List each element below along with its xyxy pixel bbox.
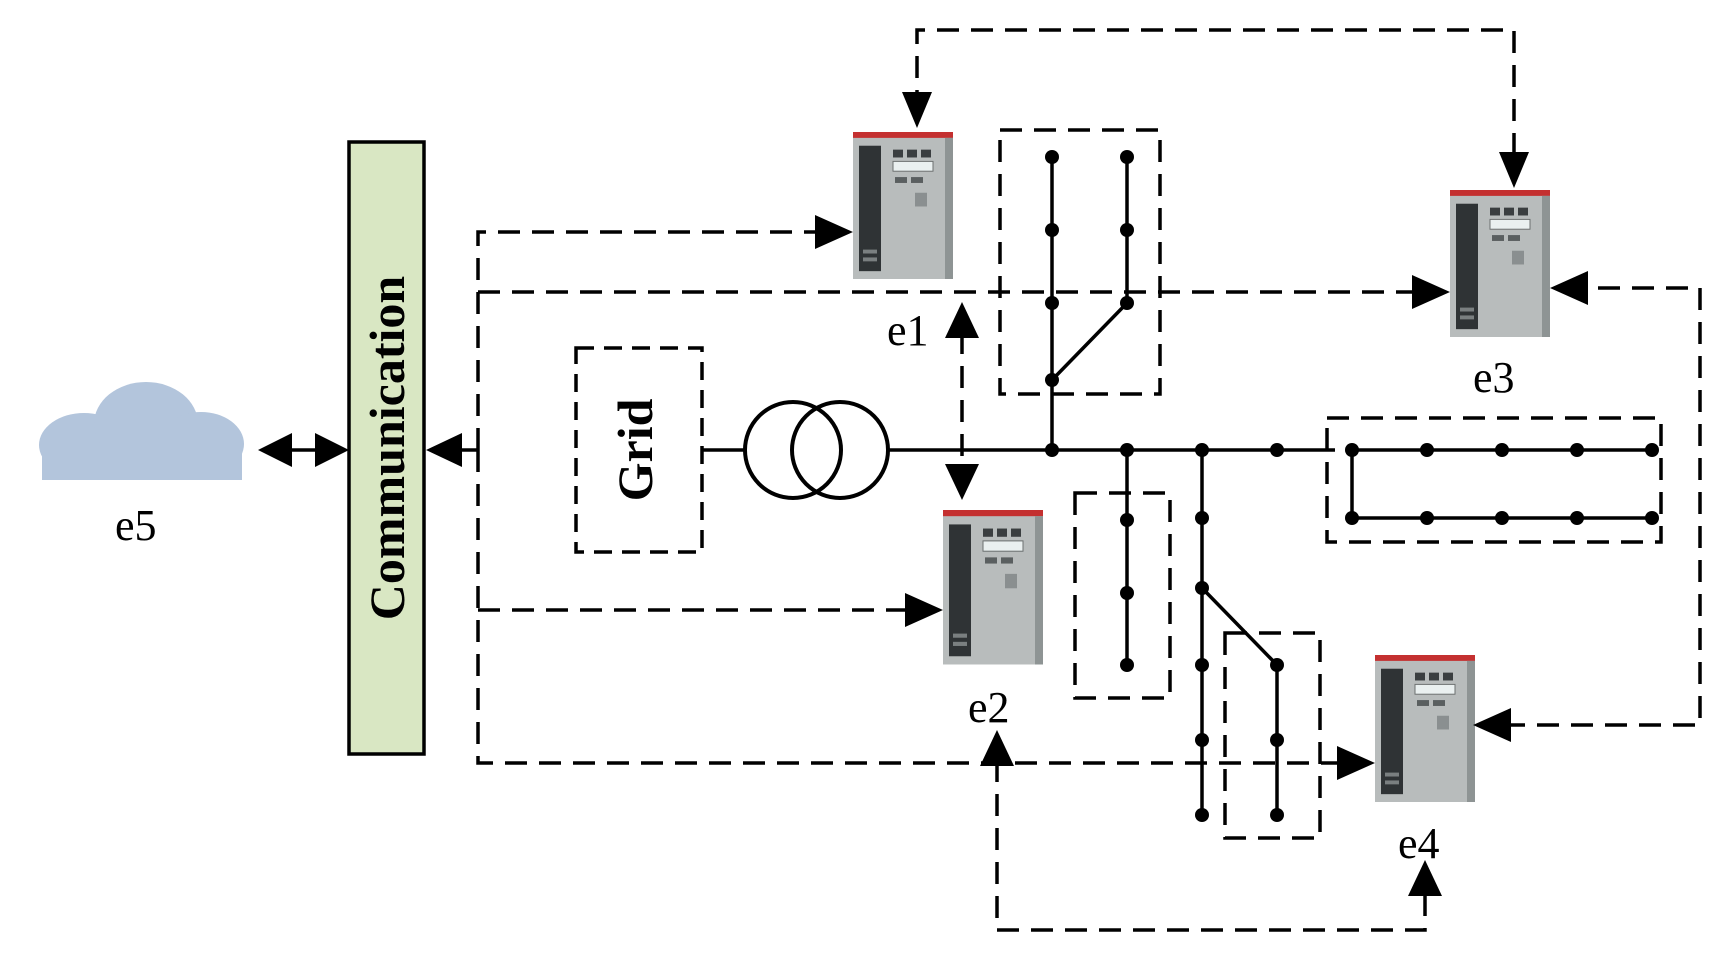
- zone-yellow: [1223, 631, 1322, 840]
- link-comm-e1: [476, 230, 820, 450]
- cabinet-e4-icon: [1374, 654, 1476, 803]
- arrow-into-communication: [426, 433, 462, 467]
- feeder-blue: [1120, 450, 1134, 672]
- zone-lavender: [998, 128, 1162, 396]
- arrow-head-left: [258, 433, 292, 467]
- communication-box: [347, 140, 426, 756]
- cloud-icon: [39, 382, 244, 480]
- cabinet-e2-icon: [942, 509, 1044, 666]
- arrow-into-e1-top: [902, 92, 932, 128]
- e5-label: e5: [115, 501, 157, 550]
- arrow-into-e3-right: [1550, 271, 1588, 305]
- arrow-into-e3: [1412, 275, 1450, 309]
- arrow-into-e2-bottom: [980, 730, 1014, 766]
- link-e3-e4: [1510, 286, 1702, 727]
- link-e2-e4: [995, 760, 1427, 932]
- e2-label: e2: [968, 683, 1010, 732]
- arrow-head-right: [315, 433, 349, 467]
- e4-label: e4: [1398, 819, 1440, 868]
- feeder-peach: [1045, 443, 1659, 525]
- arrow-into-e1: [815, 215, 853, 249]
- communication-label: Communication: [359, 276, 415, 621]
- arrow-into-e2: [905, 593, 943, 627]
- grid-label: Grid: [607, 398, 663, 501]
- arrow-into-e2-top: [945, 464, 979, 500]
- feeder-lavender: [1045, 150, 1134, 450]
- arrow-into-e4: [1337, 746, 1375, 780]
- arrow-into-e4-bottom: [1408, 860, 1442, 896]
- arrow-into-e4-right: [1473, 708, 1511, 742]
- feeder-yellow: [1195, 450, 1284, 822]
- arrow-into-e1-bottom: [945, 302, 979, 338]
- cabinet-e1-icon: [852, 131, 954, 280]
- zone-blue: [1073, 491, 1172, 700]
- transformer-icon: [743, 400, 890, 500]
- arrow-into-e3-top: [1499, 152, 1529, 188]
- zone-peach: [1325, 416, 1663, 544]
- cabinet-e3-icon: [1449, 189, 1551, 338]
- e1-label: e1: [887, 306, 929, 355]
- link-comm-e4: [476, 450, 1343, 765]
- link-e1-e3: [915, 28, 1516, 172]
- e3-label: e3: [1473, 353, 1515, 402]
